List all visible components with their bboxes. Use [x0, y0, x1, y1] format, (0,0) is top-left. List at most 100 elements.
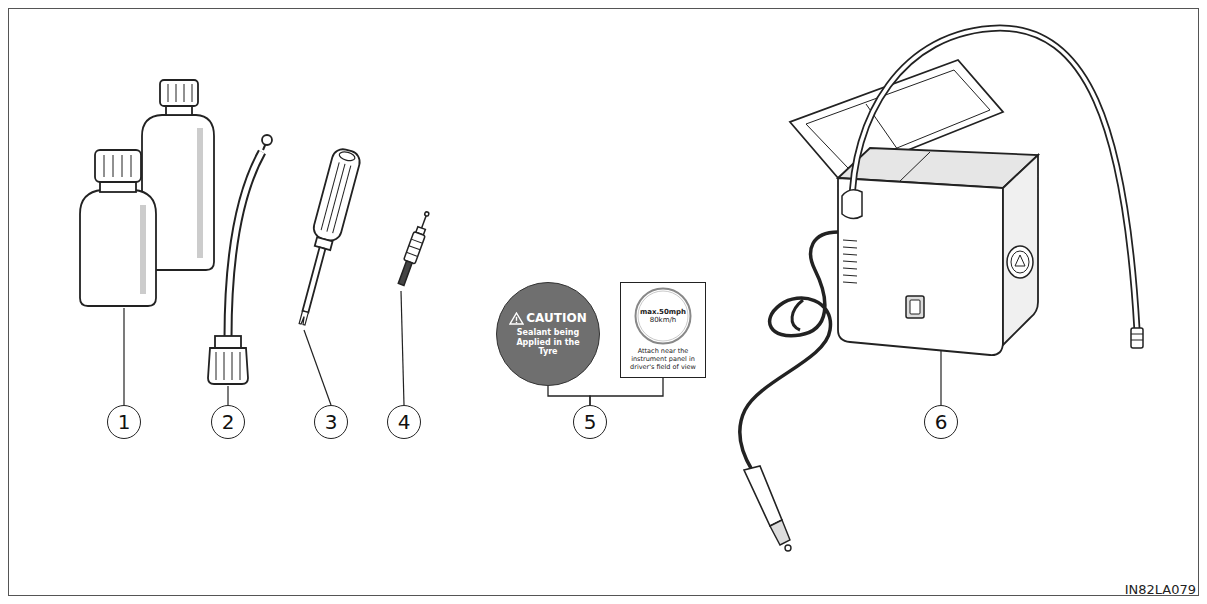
filler-nozzle-part-part: [216, 352, 217, 380]
callout-number: 6: [924, 405, 958, 439]
air-compressor-part: [910, 300, 920, 314]
filler-nozzle-part: [208, 348, 248, 384]
air-compressor-part: [898, 152, 930, 183]
speed-limit-kmh: 80km/h: [650, 316, 677, 324]
valve-core-part-part: [406, 252, 417, 256]
sealant-bottles-part-part: [184, 84, 185, 102]
valve-core-part: [424, 211, 429, 216]
sticker-note: Attach near the instrument panel in driv…: [626, 348, 700, 371]
sealant-bottles-part: [80, 190, 156, 306]
air-compressor-part: [852, 28, 1137, 330]
emblem-ring-outer: [636, 289, 691, 344]
air-compressor-part-part: [1131, 340, 1143, 341]
leader-lines-part: [401, 291, 404, 405]
sticker-content: CAUTIONSealant being Applied in the Tyre: [508, 311, 588, 357]
air-compressor-part-part: [843, 261, 857, 262]
valve-core-part: [404, 232, 426, 264]
filler-nozzle-part-part: [232, 352, 233, 380]
sealant-bottles-part-part: [192, 84, 193, 102]
power-cord-part: [740, 232, 838, 470]
air-compressor: [790, 28, 1143, 355]
callout-number: 5: [573, 405, 607, 439]
valve-core-tool-part: [311, 147, 362, 243]
callout-number: 1: [107, 405, 141, 439]
air-compressor-part: [1007, 246, 1033, 278]
leader-lines-part: [940, 351, 941, 405]
filler-nozzle-part: [262, 135, 272, 145]
warning-triangle-dot: [516, 321, 518, 323]
filler-nozzle-part: [228, 152, 262, 338]
sealant-bottles-part-part: [113, 155, 114, 177]
callout-number: 4: [387, 405, 421, 439]
valve-core-tool-part: [299, 311, 308, 325]
sealant-bottles-part-part: [104, 155, 105, 177]
valve-core-tool-part-part: [333, 166, 351, 234]
valve-core-tool-part: [321, 162, 351, 233]
valve-core-part: [422, 215, 427, 228]
air-compressor-part: [852, 28, 1137, 330]
air-compressor-part: [906, 296, 924, 318]
figure-code: IN82LA079: [1125, 583, 1196, 596]
air-compressor-part-part: [843, 247, 857, 248]
power-cord: [740, 232, 838, 551]
air-compressor-part-part: [843, 240, 857, 241]
bracket-connector: [590, 378, 663, 405]
callout-number-text: 6: [935, 412, 948, 432]
sealant-bottles-part: [95, 150, 141, 182]
warning-triangle-mark: [516, 316, 517, 320]
air-compressor-part: [838, 178, 1003, 355]
filler-nozzle-part: [216, 352, 240, 380]
callout-number-text: 1: [118, 412, 131, 432]
valve-core: [395, 210, 433, 286]
bracket-connector: [548, 386, 590, 405]
air-compressor-part: [1131, 328, 1143, 348]
leader-lines-part: [304, 330, 331, 405]
air-compressor-part-part: [1131, 334, 1143, 335]
sealant-bottles-part-part: [176, 84, 177, 102]
valve-core-part: [398, 261, 412, 286]
leader-lines-part: [123, 308, 124, 405]
power-cord-part: [792, 300, 803, 330]
valve-core-part-part: [411, 239, 422, 243]
sealant-bottles: [80, 80, 214, 306]
air-compressor-part-part: [843, 282, 857, 283]
emblem-ring-inner: [638, 291, 688, 341]
filler-nozzle-part: [228, 152, 262, 338]
callout-number-text: 3: [325, 412, 338, 432]
power-cord-part: [785, 545, 791, 551]
air-compressor-part-part: [843, 268, 857, 269]
caution-text: Sealant being Applied in the Tyre: [508, 328, 588, 357]
sealant-bottles-part: [160, 80, 198, 106]
air-compressor-part: [1011, 251, 1029, 273]
frame-border: [9, 9, 1199, 596]
air-compressor-part: [1131, 334, 1143, 340]
callout-number-text: 2: [222, 412, 235, 432]
valve-core-tool: [289, 147, 363, 328]
valve-core-part-part: [409, 246, 420, 250]
air-compressor-part: [1003, 155, 1038, 345]
sealant-bottles-part-part: [131, 155, 132, 177]
sealant-bottles-part-part: [122, 155, 123, 177]
valve-core-tool-part: [303, 247, 326, 312]
air-compressor-part: [842, 190, 862, 219]
callout-number-text: 4: [398, 412, 411, 432]
sealant-bottles-part: [104, 155, 131, 177]
sealant-bottles-part: [140, 205, 146, 294]
callout-number: 3: [314, 405, 348, 439]
valve-core-tool-part: [338, 150, 356, 162]
sealant-bottles-part: [168, 84, 192, 102]
filler-nozzle-part-part: [224, 352, 225, 380]
callout-number-text: 5: [584, 412, 597, 432]
valve-core-part: [406, 239, 422, 256]
power-cord-part: [744, 466, 782, 526]
sealant-bottles-part-part: [168, 84, 169, 102]
sealant-bottles-part: [197, 128, 203, 258]
speed-emblem: max.50mph80km/h: [634, 287, 692, 345]
air-compressor-part: [843, 240, 857, 283]
leader-lines-part: [227, 386, 228, 405]
speed-limit-sticker: max.50mph80km/hAttach near the instrumen…: [620, 282, 706, 378]
